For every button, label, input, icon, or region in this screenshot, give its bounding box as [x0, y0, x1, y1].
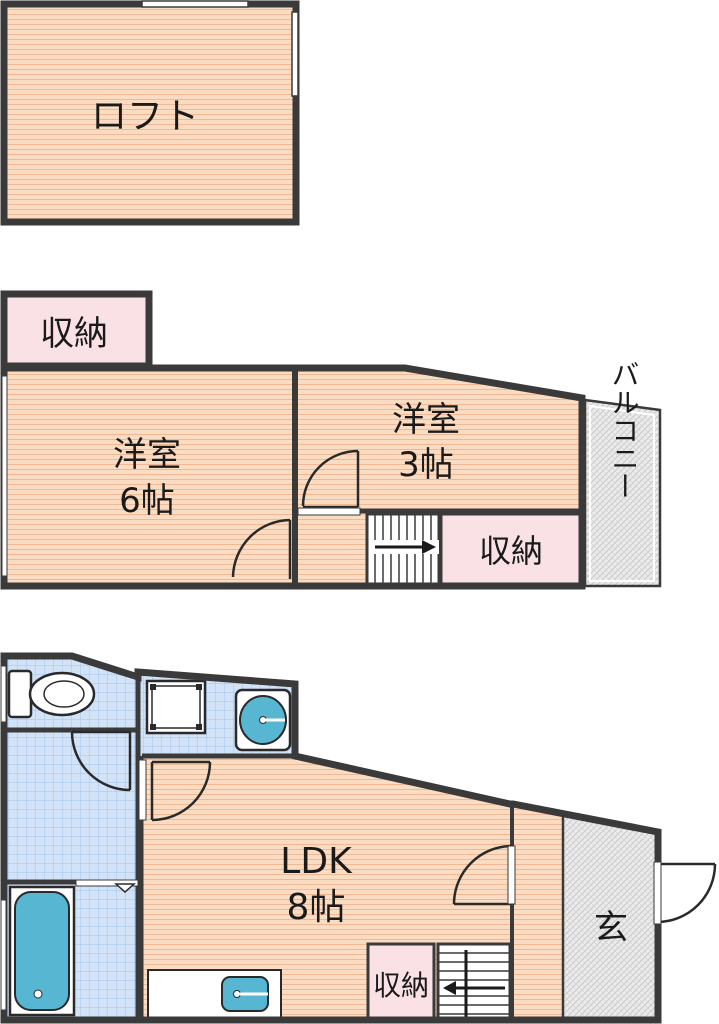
first-floor: LDK 8帖 収納	[0, 652, 717, 1024]
toilet-icon	[7, 669, 96, 719]
entrance-label: 玄	[594, 908, 628, 948]
storage-2f-top-label: 収納	[40, 314, 108, 354]
west-room-6-name: 洋室	[113, 435, 181, 475]
balcony-label: バルコニー	[608, 360, 641, 500]
door-swing-icon	[231, 449, 360, 579]
west-room-6-size: 6帖	[119, 481, 175, 521]
kitchen-sink-icon	[147, 969, 282, 1019]
stairs-icon	[436, 942, 512, 1022]
loft-room: ロフト	[0, 0, 300, 226]
second-floor: 収納 洋室 6帖 洋室 3帖	[0, 290, 662, 590]
ldk-name: LDK	[280, 841, 353, 882]
west-room-3-size: 3帖	[398, 445, 454, 485]
loft-label: ロフト	[91, 96, 199, 137]
wash-basin-icon	[234, 688, 292, 752]
stairs-icon	[365, 512, 441, 586]
balcony: バルコニー	[583, 360, 662, 588]
bathtub-icon	[8, 885, 76, 1017]
storage-1f-label: 収納	[373, 969, 429, 1002]
ldk-size: 8帖	[287, 887, 346, 928]
storage-2f-right-label: 収納	[479, 532, 543, 570]
washing-machine-icon	[145, 679, 207, 735]
west-room-3-name: 洋室	[392, 400, 460, 440]
